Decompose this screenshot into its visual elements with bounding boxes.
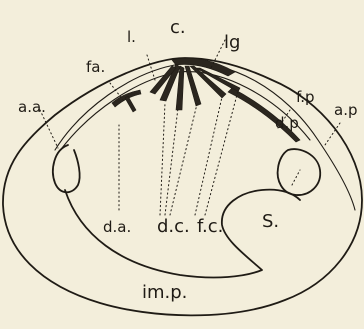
anterior-adductor-scar [53, 145, 80, 192]
label-fa: fa. [86, 58, 105, 76]
inner-dorsal-line-2 [62, 72, 310, 148]
label-lg: lg [224, 32, 240, 53]
label-fc: f.c. [197, 216, 223, 237]
label-ap: a.p [334, 101, 357, 119]
label-s: S. [262, 211, 279, 232]
label-c: c. [170, 17, 186, 38]
label-imp: im.p. [142, 282, 187, 303]
label-l: l. [127, 28, 136, 46]
label-dp: d.p [275, 114, 299, 132]
posterior-adductor-scar [278, 149, 321, 195]
label-fp: f.p [296, 88, 314, 106]
anterior-lateral-tooth-2 [125, 96, 136, 112]
label-aa: a.a. [18, 98, 46, 116]
label-dc: d.c. [157, 216, 190, 237]
label-da: d.a. [103, 218, 131, 236]
